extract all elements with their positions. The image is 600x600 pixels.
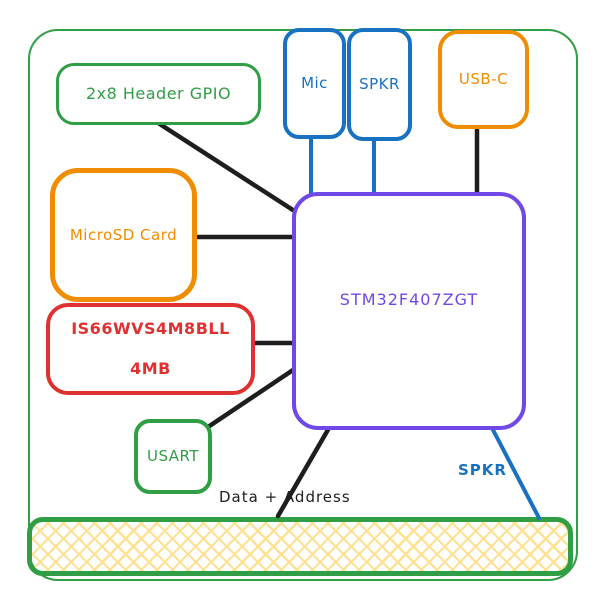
node-gpio-header[interactable]: 2x8 Header GPIO xyxy=(56,63,261,125)
node-mic-label: Mic xyxy=(301,74,328,93)
wire-mcu-bus-spkr[interactable] xyxy=(490,426,541,520)
node-sram[interactable]: IS66WVS4M8BLL 4MB xyxy=(46,303,255,395)
node-usb-c[interactable]: USB-C xyxy=(438,30,529,129)
node-stm32-mcu[interactable]: STM32F407ZGT xyxy=(292,192,526,430)
wire-mcu-bus-data[interactable] xyxy=(275,425,332,519)
node-microsd-label: MicroSD Card xyxy=(69,225,178,244)
wire-usart-mcu[interactable] xyxy=(202,365,299,432)
node-usart[interactable]: USART xyxy=(134,419,212,494)
node-gpio-label: 2x8 Header GPIO xyxy=(85,84,232,103)
node-usb-c-label: USB-C xyxy=(458,70,509,89)
node-stm32-label: STM32F407ZGT xyxy=(339,290,479,309)
node-sram-label-line1: IS66WVS4M8BLL xyxy=(71,319,230,338)
node-speaker-top[interactable]: SPKR xyxy=(347,28,412,141)
memory-bus-bar[interactable] xyxy=(27,517,573,576)
node-sram-label-line2: 4MB xyxy=(130,359,171,378)
node-speaker-top-label: SPKR xyxy=(359,75,400,94)
node-mic[interactable]: Mic xyxy=(283,28,346,139)
edge-label-spkr: SPKR xyxy=(458,461,507,479)
edge-label-data-address: Data + Address xyxy=(219,488,351,506)
node-microsd-card[interactable]: MicroSD Card xyxy=(50,168,197,302)
node-usart-label: USART xyxy=(146,447,200,466)
wire-gpio-mcu[interactable] xyxy=(149,116,299,215)
